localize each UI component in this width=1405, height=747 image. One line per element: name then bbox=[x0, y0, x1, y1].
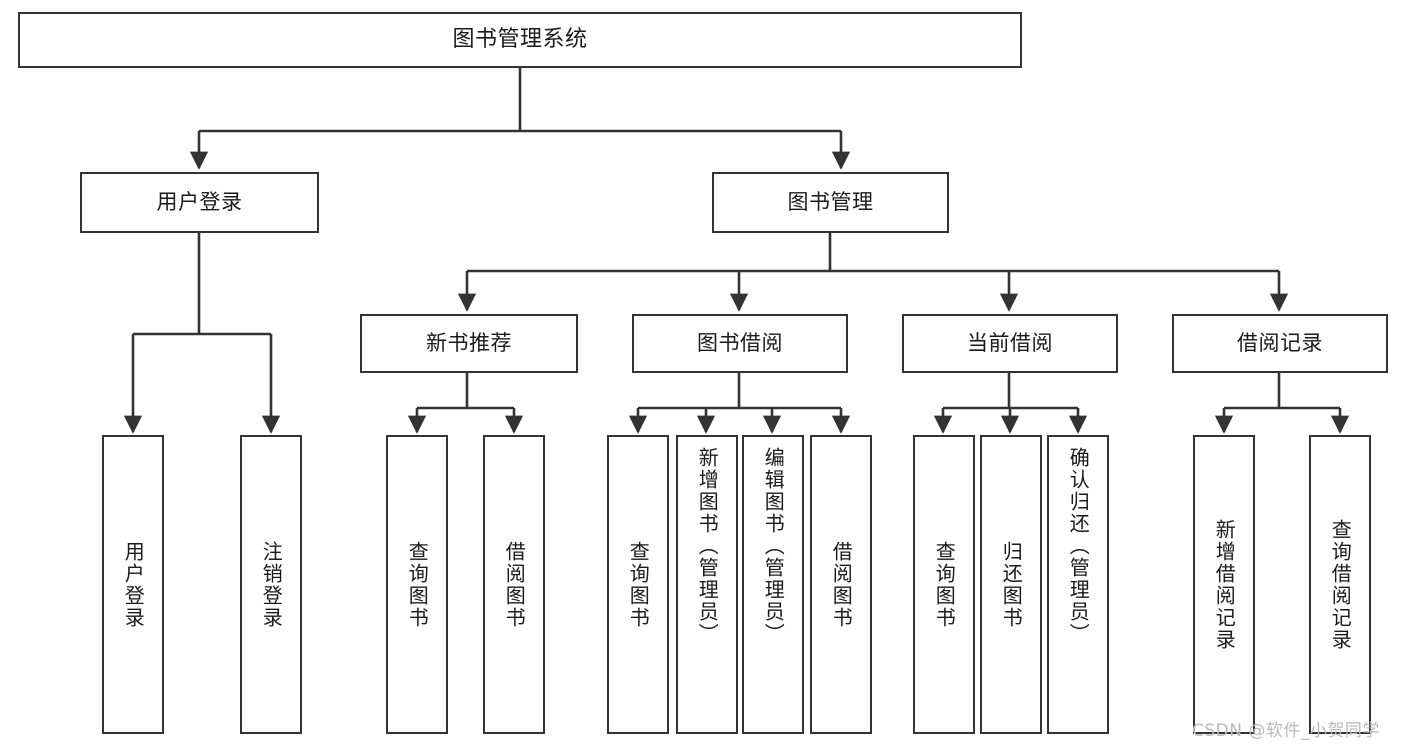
node-user-login-label: 用户登录 bbox=[156, 190, 243, 215]
node-leaf-confirm-return-label: 确认归还（管理员） bbox=[1066, 447, 1091, 645]
node-new-book-recommend-label: 新书推荐 bbox=[426, 331, 512, 356]
node-leaf-add-borrow-record[interactable]: 新增借阅记录 bbox=[1193, 435, 1255, 734]
node-leaf-add-book-label: 新增图书（管理员） bbox=[695, 447, 720, 645]
node-leaf-query-book-1[interactable]: 查询图书 bbox=[386, 435, 448, 734]
node-borrow-record[interactable]: 借阅记录 bbox=[1172, 314, 1388, 373]
csdn-watermark: CSDN @软件_小贺同学 bbox=[1192, 721, 1380, 741]
node-leaf-logout-login[interactable]: 注销登录 bbox=[240, 435, 302, 734]
node-leaf-logout-login-label: 注销登录 bbox=[259, 540, 284, 629]
node-book-manage-label: 图书管理 bbox=[787, 190, 874, 215]
node-leaf-query-book-3-label: 查询图书 bbox=[932, 540, 957, 629]
node-leaf-query-borrow-record-label: 查询借阅记录 bbox=[1328, 518, 1353, 651]
node-leaf-return-book[interactable]: 归还图书 bbox=[980, 435, 1042, 734]
node-root[interactable]: 图书管理系统 bbox=[18, 12, 1022, 68]
node-leaf-add-borrow-record-label: 新增借阅记录 bbox=[1212, 518, 1237, 651]
node-leaf-add-book[interactable]: 新增图书（管理员） bbox=[676, 435, 738, 734]
node-leaf-query-book-2[interactable]: 查询图书 bbox=[607, 435, 669, 734]
node-leaf-query-book-2-label: 查询图书 bbox=[626, 540, 651, 629]
node-current-borrow[interactable]: 当前借阅 bbox=[902, 314, 1118, 373]
node-leaf-return-book-label: 归还图书 bbox=[999, 540, 1024, 629]
node-leaf-query-book-1-label: 查询图书 bbox=[405, 540, 430, 629]
node-leaf-borrow-book-1[interactable]: 借阅图书 bbox=[483, 435, 545, 734]
node-leaf-query-borrow-record[interactable]: 查询借阅记录 bbox=[1309, 435, 1371, 734]
node-borrow-record-label: 借阅记录 bbox=[1237, 331, 1323, 356]
node-new-book-recommend[interactable]: 新书推荐 bbox=[360, 314, 578, 373]
node-leaf-edit-book-label: 编辑图书（管理员） bbox=[761, 447, 786, 645]
node-book-borrow[interactable]: 图书借阅 bbox=[632, 314, 848, 373]
node-user-login[interactable]: 用户登录 bbox=[80, 172, 319, 233]
node-current-borrow-label: 当前借阅 bbox=[967, 331, 1053, 356]
node-leaf-confirm-return[interactable]: 确认归还（管理员） bbox=[1047, 435, 1109, 734]
node-leaf-borrow-book-2-label: 借阅图书 bbox=[829, 540, 854, 629]
node-leaf-borrow-book-2[interactable]: 借阅图书 bbox=[810, 435, 872, 734]
node-leaf-query-book-3[interactable]: 查询图书 bbox=[913, 435, 975, 734]
node-book-borrow-label: 图书借阅 bbox=[697, 331, 783, 356]
node-leaf-user-login[interactable]: 用户登录 bbox=[102, 435, 164, 734]
node-leaf-user-login-label: 用户登录 bbox=[121, 540, 146, 629]
node-leaf-edit-book[interactable]: 编辑图书（管理员） bbox=[742, 435, 804, 734]
node-book-manage[interactable]: 图书管理 bbox=[712, 172, 949, 233]
node-leaf-borrow-book-1-label: 借阅图书 bbox=[502, 540, 527, 629]
node-root-label: 图书管理系统 bbox=[452, 27, 588, 53]
